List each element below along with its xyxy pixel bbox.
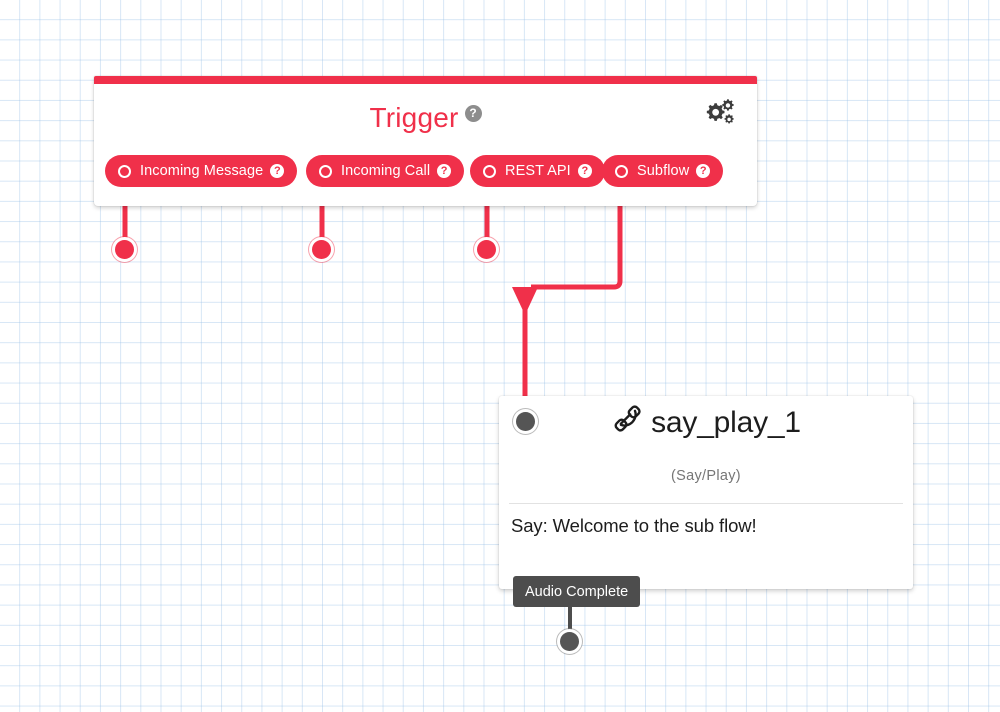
trigger-pill-help-icon[interactable]: ?	[696, 164, 711, 178]
gears-icon[interactable]	[703, 98, 737, 128]
wire-arrowhead-icon	[512, 287, 538, 315]
trigger-pill-label: Incoming Call	[341, 163, 431, 179]
trigger-dot-icon	[118, 164, 131, 178]
node-body-text: Say: Welcome to the sub flow!	[511, 515, 757, 536]
trigger-pill-incoming-message[interactable]: Incoming Message ?	[105, 155, 298, 187]
node-title: say_play_1	[651, 406, 801, 439]
trigger-card[interactable]: Trigger? Incoming Message ?	[94, 76, 757, 206]
trigger-title-row: Trigger?	[94, 102, 757, 134]
node-input-port[interactable]	[516, 412, 535, 431]
trigger-pill-subflow[interactable]: Subflow ?	[602, 155, 724, 187]
trigger-pill-help-icon[interactable]: ?	[437, 164, 452, 178]
node-subtitle: (Say/Play)	[671, 468, 741, 484]
trigger-pill-rest-api[interactable]: REST API ?	[470, 155, 605, 187]
node-card-say-play-1[interactable]: say_play_1 (Say/Play) Say: Welcome to th…	[499, 396, 913, 589]
phone-handset-icon	[611, 404, 641, 437]
trigger-pill-label: REST API	[505, 163, 571, 179]
trigger-help-icon[interactable]: ?	[464, 104, 482, 122]
node-output-port-audio-complete[interactable]	[560, 632, 579, 651]
trigger-dot-icon	[319, 164, 332, 178]
node-divider	[509, 503, 903, 504]
trigger-port-incoming-message[interactable]	[115, 240, 134, 259]
trigger-pill-help-icon[interactable]: ?	[270, 164, 285, 178]
page-title: Trigger	[369, 102, 459, 133]
trigger-pill-label: Subflow	[637, 163, 690, 179]
trigger-pill-label: Incoming Message	[140, 163, 264, 179]
trigger-pill-incoming-call[interactable]: Incoming Call ?	[306, 155, 465, 187]
node-title-row: say_play_1	[499, 404, 913, 440]
trigger-pill-help-icon[interactable]: ?	[577, 164, 592, 178]
node-output-label-audio-complete[interactable]: Audio Complete	[513, 576, 641, 607]
trigger-dot-icon	[615, 164, 628, 178]
trigger-card-accent-bar	[94, 76, 757, 84]
trigger-port-incoming-call[interactable]	[312, 240, 331, 259]
trigger-port-rest-api[interactable]	[477, 240, 496, 259]
node-output-stem	[568, 605, 572, 637]
node-output-label-text: Audio Complete	[525, 583, 629, 600]
trigger-dot-icon	[483, 164, 496, 178]
